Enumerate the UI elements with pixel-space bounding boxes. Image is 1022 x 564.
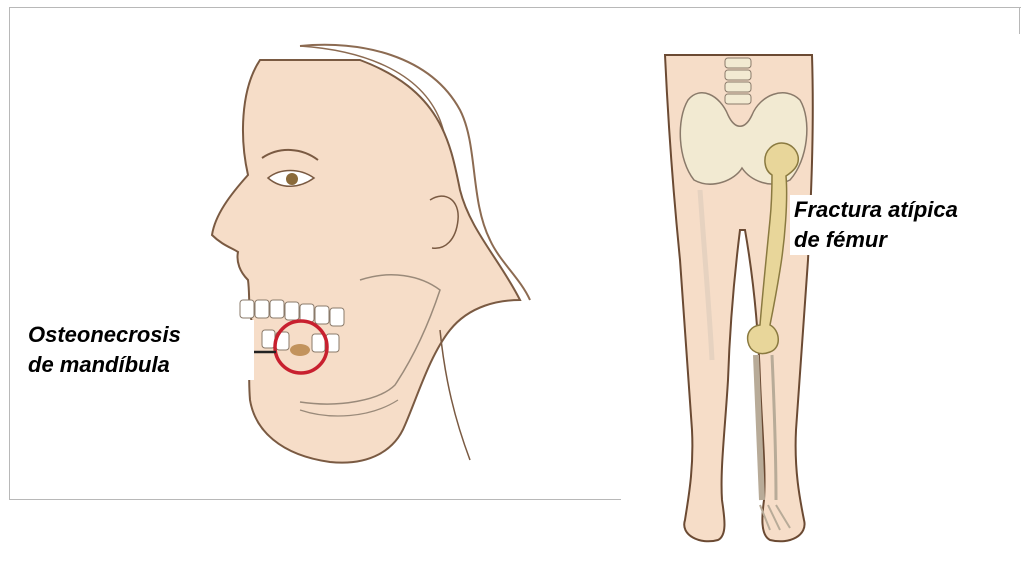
femur-label-line-1: Fractura atípica [794, 195, 1020, 225]
jaw-label-line-1: Osteonecrosis [28, 320, 250, 350]
jaw-label-line-2: de mandíbula [28, 350, 250, 380]
femur-label-line-2: de fémur [794, 225, 1020, 255]
head-illustration [212, 45, 530, 463]
jaw-osteonecrosis-label: Osteonecrosis de mandíbula [24, 320, 254, 380]
legs-illustration [665, 55, 813, 541]
femur-fracture-label: Fractura atípica de fémur [790, 195, 1022, 255]
